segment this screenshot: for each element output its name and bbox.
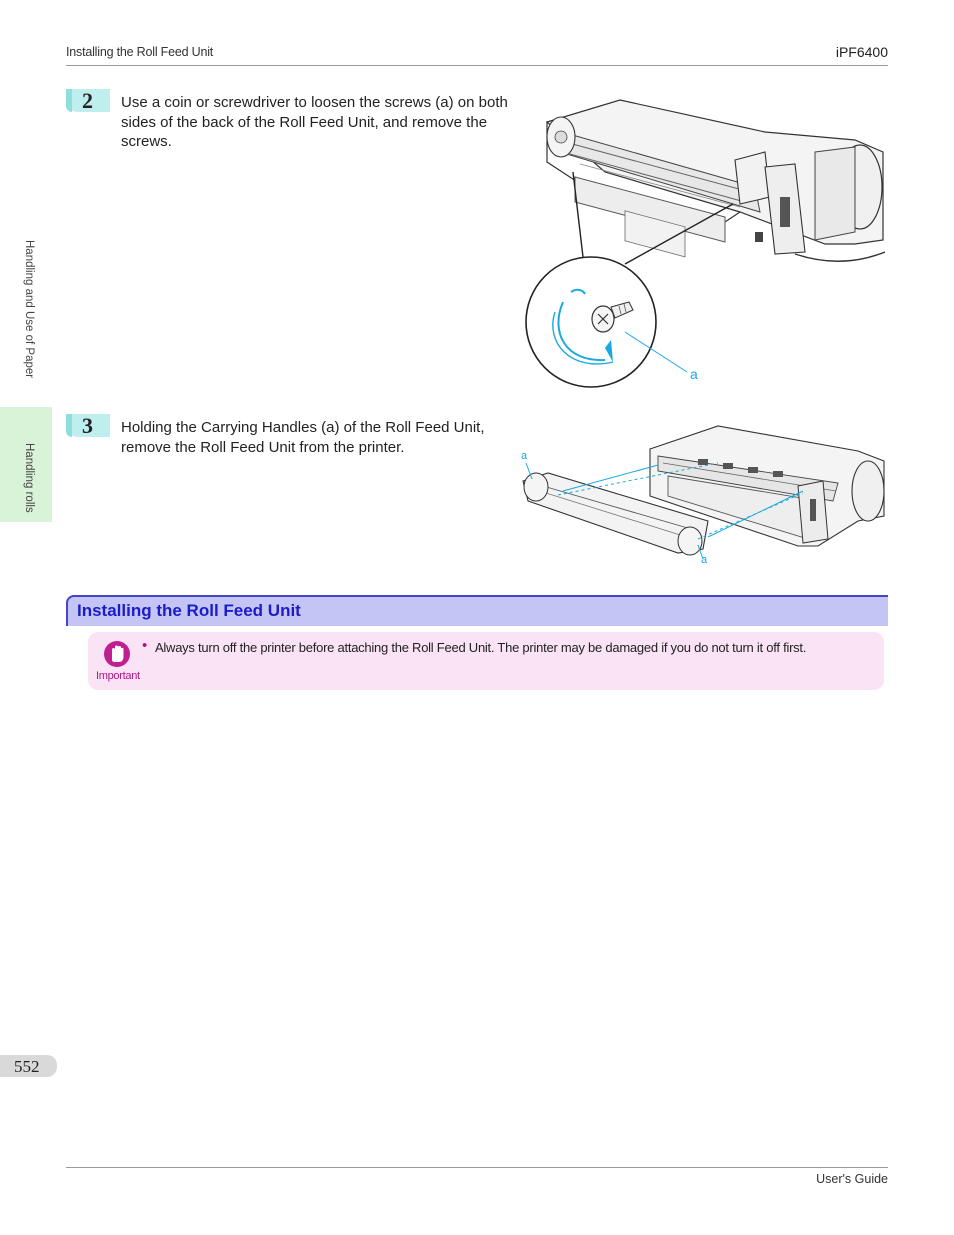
step-3-number: 3 (82, 413, 93, 438)
section-heading-bar (66, 595, 888, 626)
footer-divider (66, 1167, 888, 1168)
step-3-badge: 3 (66, 414, 110, 437)
footer-guide-title: User's Guide (816, 1172, 888, 1186)
important-bullet: • (142, 637, 148, 654)
step-3-callout-a-top: a (521, 450, 528, 462)
running-header-title: Installing the Roll Feed Unit (66, 45, 214, 59)
side-chapter-tab (0, 407, 52, 522)
important-label: Important (96, 670, 140, 682)
header-divider (66, 65, 888, 66)
figure-remove-screws: a (525, 92, 886, 388)
important-note-box (88, 632, 884, 690)
page-number-tab (0, 1055, 57, 1077)
important-hand-icon (103, 640, 131, 668)
roll-feed-unit-removal-illustration (522, 425, 885, 560)
section-heading: Installing the Roll Feed Unit (77, 601, 301, 620)
step-2-callout-a: a (690, 366, 698, 382)
side-section-label-wrap: Handling rolls (23, 443, 105, 513)
step-3-text: Holding the Carrying Handles (a) of the … (121, 419, 485, 456)
important-text: Always turn off the printer before attac… (155, 640, 807, 655)
side-section-label: Handling rolls (23, 443, 35, 513)
step-2-text: Use a coin or screwdriver to loosen the … (121, 94, 508, 150)
figure-remove-roll-feed-unit: a a (518, 421, 885, 571)
printer-rear-screws-illustration (525, 99, 886, 388)
step-3-callout-a-bottom: a (701, 554, 708, 566)
step-2-number: 2 (82, 88, 93, 113)
side-chapter-label-wrap: Handling and Use of Paper (23, 240, 173, 378)
page-number: 552 (14, 1057, 40, 1076)
step-2-badge: 2 (66, 89, 110, 112)
side-chapter-label: Handling and Use of Paper (23, 240, 35, 379)
running-header-model: iPF6400 (835, 44, 888, 60)
